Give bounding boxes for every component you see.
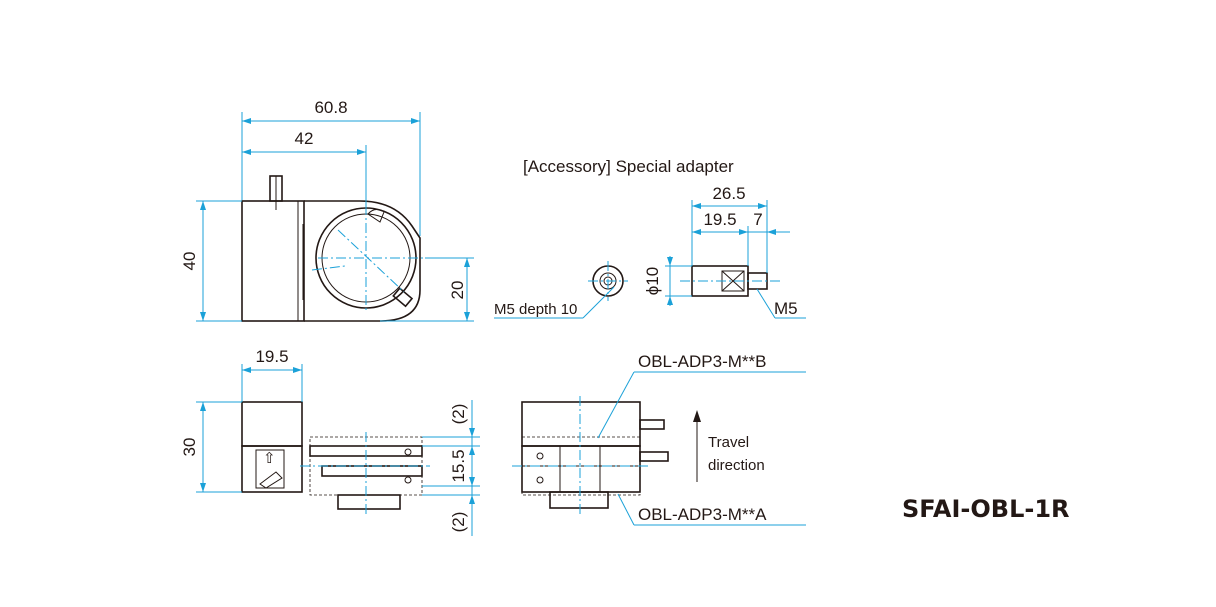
travel-direction-line2: direction [708, 457, 765, 474]
dim-gap-top: (2) [449, 404, 468, 425]
top-view: 60.8 42 40 20 [180, 98, 474, 322]
accessory-view: [Accessory] Special adapter M5 depth 10 … [494, 157, 806, 319]
dim-accessory-diameter: ϕ10 [643, 267, 662, 295]
dim-height-body: 40 [180, 252, 199, 271]
hole-note: M5 depth 10 [494, 301, 577, 318]
adapter-b-label: OBL-ADP3-M**B [638, 352, 766, 371]
accessory-title: [Accessory] Special adapter [523, 157, 734, 176]
front-view: ⇧ 19.5 30 (2) 15.5 ( [180, 347, 480, 536]
adapter-a-label: OBL-ADP3-M**A [638, 505, 767, 524]
dim-side-width: 19.5 [255, 347, 288, 366]
dim-gap-middle: 15.5 [449, 449, 468, 482]
dim-gap-bottom: (2) [449, 512, 468, 533]
svg-text:⇧: ⇧ [263, 450, 276, 467]
dim-width-total: 60.8 [314, 98, 347, 117]
dim-accessory-a: 19.5 [703, 210, 736, 229]
side-view: OBL-ADP3-M**B OBL-ADP3-M**A Travel direc… [512, 352, 806, 526]
model-name: SFAI-OBL-1R [902, 495, 1070, 523]
dim-height-center: 20 [448, 281, 467, 300]
dim-side-height: 30 [180, 438, 199, 457]
dim-accessory-length: 26.5 [712, 184, 745, 203]
dim-width-center: 42 [295, 129, 314, 148]
travel-direction-line1: Travel [708, 434, 749, 451]
thread-label: M5 [774, 299, 798, 318]
dim-accessory-b: 7 [753, 210, 762, 229]
